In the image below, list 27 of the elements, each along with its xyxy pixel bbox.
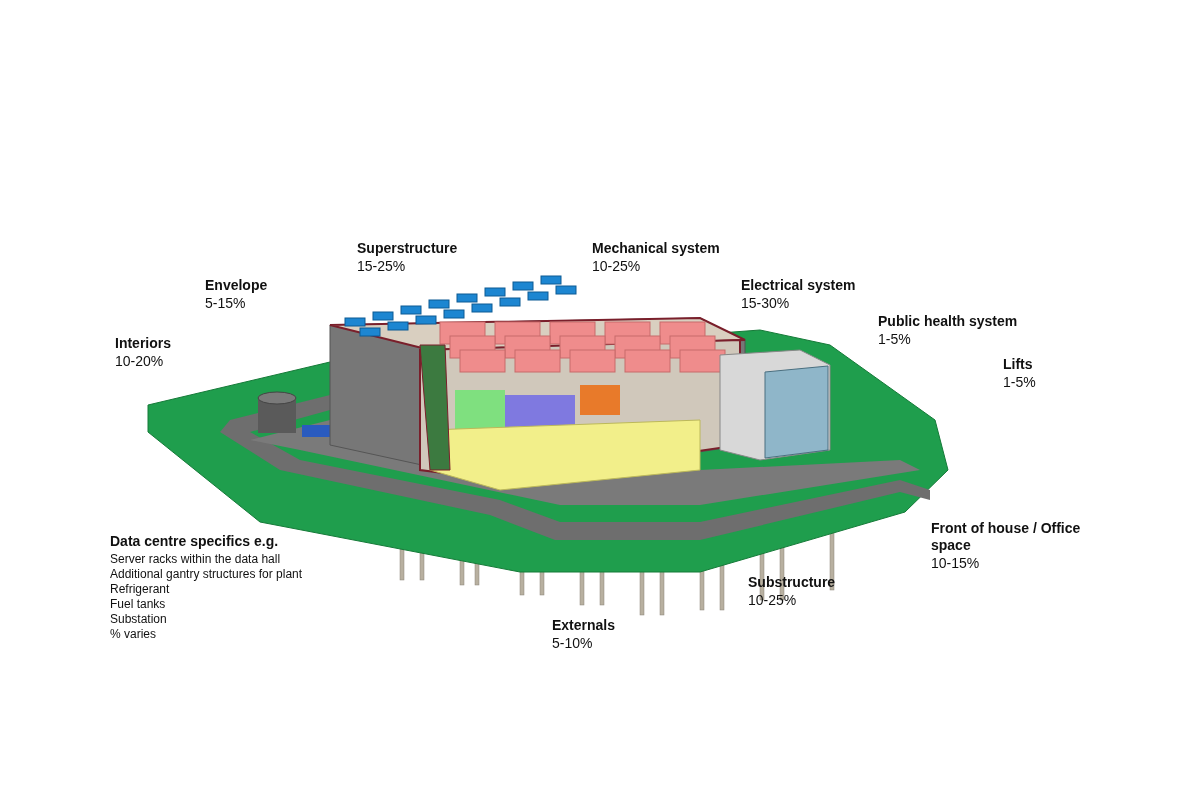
- percentage-range: 1-5%: [878, 331, 911, 348]
- category-label: Envelope: [205, 277, 268, 294]
- category-label: Public health system: [878, 313, 1018, 330]
- category-label: Substructure: [748, 574, 836, 591]
- percentage-range: 5-10%: [552, 635, 593, 652]
- percentage-range: 10-25%: [748, 592, 797, 609]
- category-label: Externals: [552, 617, 616, 634]
- category-label: Mechanical system: [592, 240, 720, 257]
- note-text: Additional gantry structures for plant: [110, 567, 303, 582]
- category-label: Electrical system: [741, 277, 856, 294]
- note-text: Fuel tanks: [110, 597, 166, 612]
- category-label: Interiors: [115, 335, 171, 352]
- percentage-range: 5-15%: [205, 295, 246, 312]
- percentage-range: 10-20%: [115, 353, 164, 370]
- percentage-range: 1-5%: [1003, 374, 1036, 391]
- percentage-range: 15-25%: [357, 258, 406, 275]
- note-text: Substation: [110, 612, 167, 627]
- category-label: Superstructure: [357, 240, 458, 257]
- percentage-range: 10-15%: [931, 555, 980, 572]
- category-label: Lifts: [1003, 356, 1033, 373]
- note-text: % varies: [110, 627, 156, 642]
- note-text: Server racks within the data hall: [110, 552, 281, 567]
- category-label: Data centre specifics e.g.: [110, 533, 279, 550]
- category-label: Front of house / Office space: [931, 520, 1082, 554]
- note-text: Refrigerant: [110, 582, 170, 597]
- percentage-range: 10-25%: [592, 258, 641, 275]
- percentage-range: 15-30%: [741, 295, 790, 312]
